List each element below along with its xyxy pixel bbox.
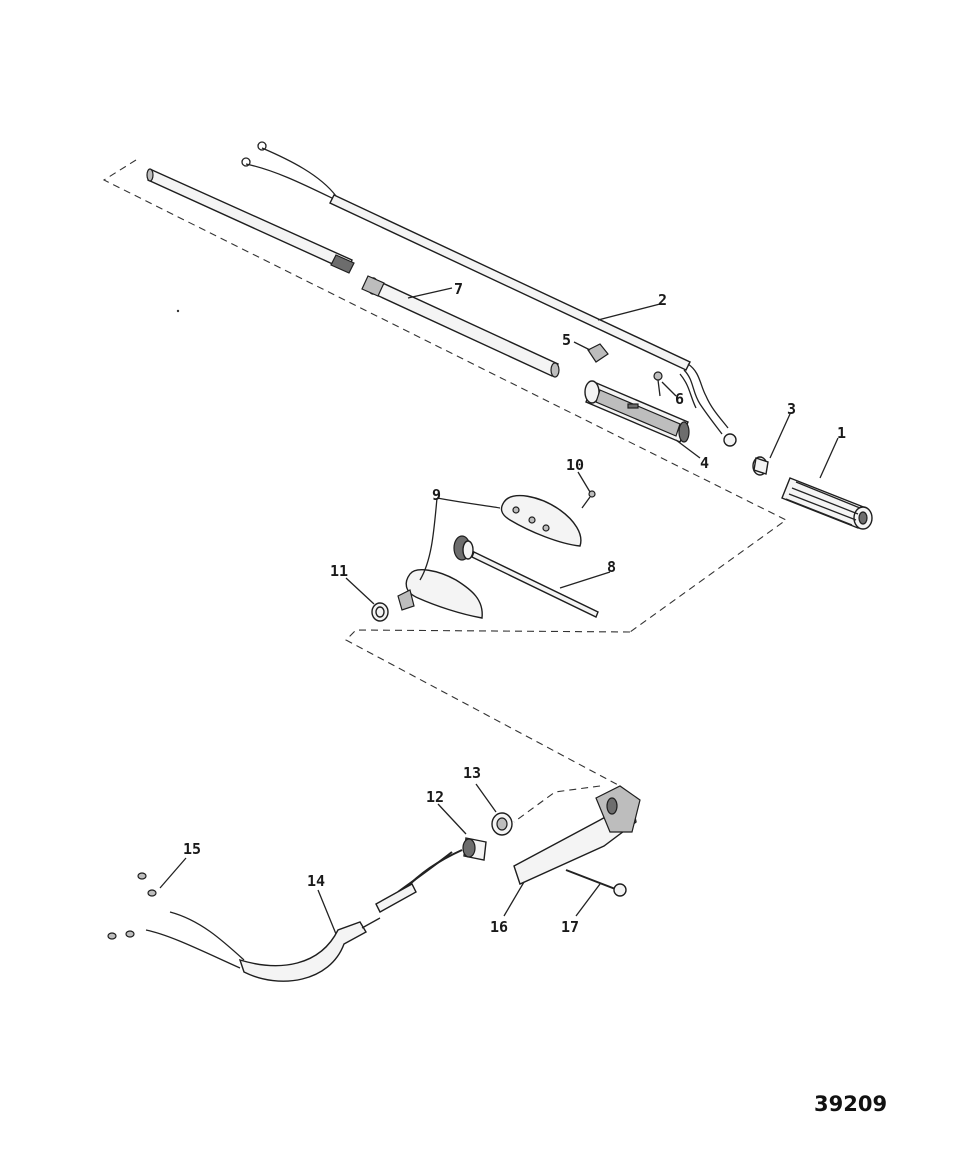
callout-17: 17 bbox=[561, 918, 579, 936]
part-15-nuts bbox=[107, 872, 157, 940]
callout-4: 4 bbox=[700, 454, 709, 472]
callout-2: 2 bbox=[658, 291, 667, 309]
callout-10: 10 bbox=[566, 456, 584, 474]
callout-9: 9 bbox=[432, 486, 441, 504]
callout-16: 16 bbox=[490, 918, 508, 936]
part-16-bracket bbox=[513, 785, 641, 885]
part-14-cable bbox=[145, 849, 463, 982]
callout-labels: 1 2 3 4 5 6 7 8 9 10 11 12 13 14 15 16 1… bbox=[183, 280, 846, 936]
part-7-tube bbox=[361, 275, 560, 378]
callout-15: 15 bbox=[183, 840, 201, 858]
part-12-grommet bbox=[462, 837, 487, 861]
assembly-dash-line-middle bbox=[345, 629, 631, 787]
callout-11: 11 bbox=[330, 562, 348, 580]
part-9-handle-upper-half bbox=[500, 494, 582, 547]
stray-mark bbox=[176, 309, 180, 313]
assembly-dash-line-top bbox=[102, 159, 788, 633]
part-13-nut bbox=[491, 812, 513, 836]
part-9-handle-lower-half bbox=[397, 569, 483, 619]
callout-7: 7 bbox=[454, 280, 463, 298]
part-11-washer bbox=[371, 602, 389, 622]
part-1-grip bbox=[781, 477, 873, 530]
callout-3: 3 bbox=[787, 400, 796, 418]
part-6-screw bbox=[653, 371, 663, 397]
callout-5: 5 bbox=[562, 331, 571, 349]
part-2-wire-harness bbox=[241, 141, 737, 447]
part-17-bolt bbox=[565, 869, 627, 897]
part-3-bushing bbox=[752, 456, 769, 476]
part-10-screw bbox=[581, 490, 596, 509]
upper-shaft bbox=[146, 168, 355, 274]
figure-number: 39209 bbox=[814, 1092, 887, 1116]
part-5-clip bbox=[587, 343, 609, 363]
assembly-dash-line-bottom bbox=[513, 785, 601, 823]
callout-8: 8 bbox=[607, 558, 616, 576]
callout-6: 6 bbox=[675, 390, 684, 408]
part-8-rod bbox=[453, 535, 599, 618]
callout-13: 13 bbox=[463, 764, 481, 782]
callout-12: 12 bbox=[426, 788, 444, 806]
part-4-throttle-tube bbox=[584, 380, 690, 443]
callout-14: 14 bbox=[307, 872, 325, 890]
callout-1: 1 bbox=[837, 424, 846, 442]
leader-lines bbox=[159, 287, 839, 935]
